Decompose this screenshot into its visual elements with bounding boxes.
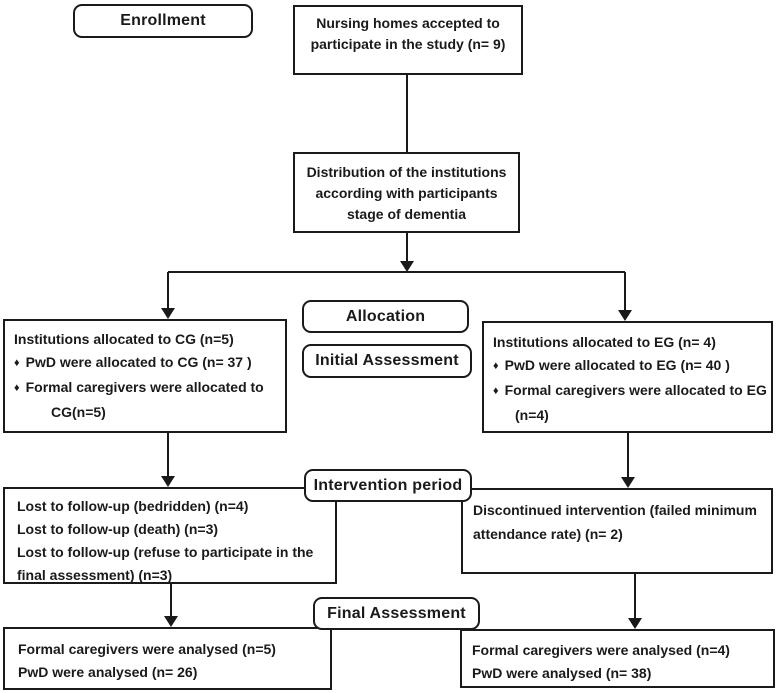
diamond-bullet-icon: ♦ [493, 360, 499, 372]
arrowhead-cg-followup [161, 476, 175, 487]
bullet-item-text: PwD were allocated to CG (n= 37 ) [25, 354, 252, 370]
bullet-item-text: PwD were allocated to EG (n= 40 ) [504, 357, 730, 373]
stage-label-final-assessment: Final Assessment [313, 597, 480, 630]
box-text-line: stage of dementia [346, 206, 467, 222]
diamond-bullet-icon: ♦ [14, 357, 20, 369]
bullet-item-text: Formal caregivers were allocated to [25, 379, 264, 395]
box-text-line: Lost to follow-up (refuse to participate… [17, 544, 314, 560]
stage-label-enrollment-text: Enrollment [120, 12, 206, 29]
box-cg-allocation: Institutions allocated to CG (n=5) ♦ PwD … [3, 319, 287, 433]
box-text-line: attendance rate) (n= 2) [473, 526, 623, 542]
bullet-item: ♦ PwD were allocated to EG (n= 40 ) [493, 354, 769, 379]
box-text-line: Formal caregivers were analysed (n=4) [472, 642, 730, 658]
arrowhead-eg-alloc [618, 310, 632, 321]
box-nursing-homes-accepted: Nursing homes accepted to participate in… [293, 5, 523, 75]
diamond-bullet-icon: ♦ [14, 382, 20, 394]
diamond-bullet-icon: ♦ [493, 385, 499, 397]
stage-label-enrollment: Enrollment [73, 4, 253, 38]
box-text-line: participate in the study (n= 9) [310, 36, 506, 52]
box-text-line: final assessment) (n=3) [17, 567, 173, 583]
stage-label-intervention-period-text: Intervention period [313, 476, 463, 494]
box-title-line: Institutions allocated to CG (n=5) [14, 331, 234, 347]
box-text-line: Lost to follow-up (death) (n=3) [17, 521, 219, 537]
bullet-item-text: Formal caregivers were allocated to EG [504, 382, 767, 398]
box-cg-analysed: Formal caregivers were analysed (n=5) Pw… [3, 627, 332, 690]
arrowhead-eg-analysed [628, 618, 642, 629]
arrowhead-split [400, 261, 414, 272]
box-text-line: Formal caregivers were analysed (n=5) [18, 641, 276, 657]
arrowhead-eg-discontinued [621, 477, 635, 488]
box-text-line: Nursing homes accepted to [316, 15, 500, 31]
box-text-line: PwD were analysed (n= 26) [18, 664, 198, 680]
stage-label-initial-assessment-text: Initial Assessment [315, 352, 459, 369]
box-text-line: according with participants [315, 185, 498, 201]
stage-label-initial-assessment: Initial Assessment [302, 344, 472, 378]
box-text-line: Lost to follow-up (bedridden) (n=4) [17, 498, 249, 514]
bullet-item: ♦ Formal caregivers were allocated to [14, 376, 281, 401]
arrowhead-cg-alloc [161, 308, 175, 319]
box-cg-lost-to-followup: Lost to follow-up (bedridden) (n=4) Lost… [3, 487, 337, 584]
box-title-line: Institutions allocated to EG (n= 4) [493, 334, 716, 350]
box-text-line: Discontinued intervention (failed minimu… [473, 502, 757, 518]
stage-label-allocation: Allocation [302, 300, 469, 333]
box-distribution: Distribution of the institutions accordi… [293, 152, 520, 233]
bullet-item: ♦ PwD were allocated to CG (n= 37 ) [14, 351, 281, 376]
stage-label-final-assessment-text: Final Assessment [327, 604, 466, 622]
box-eg-analysed: Formal caregivers were analysed (n=4) Pw… [460, 629, 775, 688]
box-text-line: PwD were analysed (n= 38) [472, 665, 652, 681]
stage-label-intervention-period: Intervention period [304, 469, 472, 502]
stage-label-allocation-text: Allocation [345, 307, 426, 325]
box-text-line: Distribution of the institutions [306, 164, 507, 180]
bullet-item: ♦ Formal caregivers were allocated to EG [493, 379, 769, 404]
box-eg-allocation: Institutions allocated to EG (n= 4) ♦ PwD… [482, 321, 773, 433]
arrowhead-cg-analysed [164, 616, 178, 627]
bullet-continuation-line: (n=4) [515, 407, 549, 423]
bullet-continuation-line: CG(n=5) [51, 404, 106, 420]
box-eg-discontinued: Discontinued intervention (failed minimu… [461, 488, 773, 574]
